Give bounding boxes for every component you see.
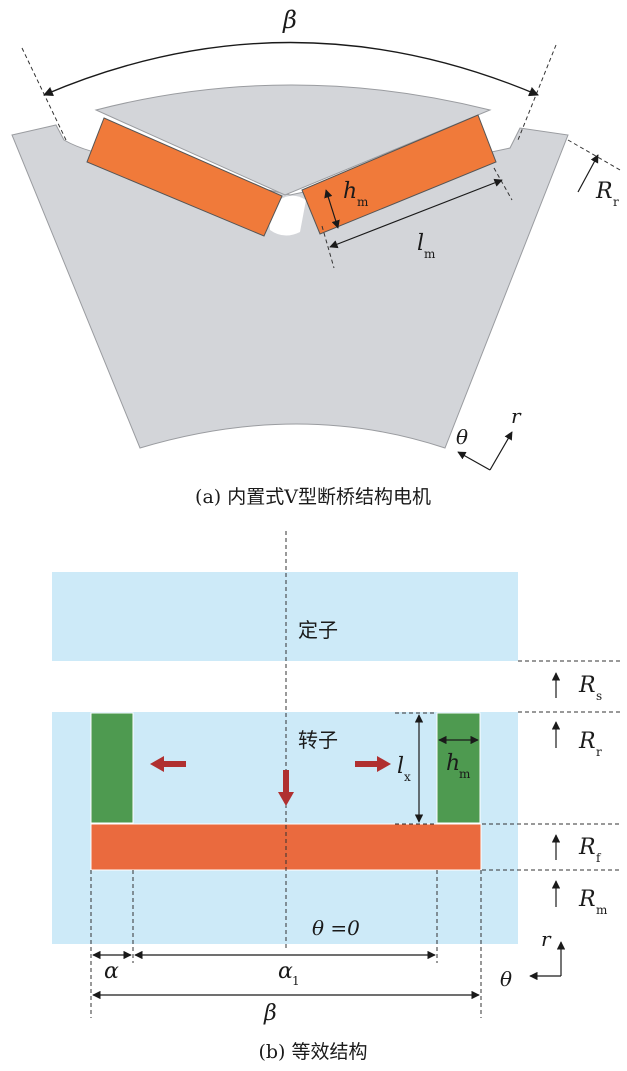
lm-label: l: [417, 231, 424, 256]
lm-extension: [493, 167, 513, 201]
rf-label: R: [578, 835, 596, 860]
green-magnet-right: [436, 712, 481, 824]
beta-label: β: [282, 6, 297, 34]
rr-arrow: [577, 154, 599, 193]
rm-label-sub: m: [596, 903, 608, 917]
alpha1-label: α: [278, 959, 293, 984]
coord-r-axis: [489, 431, 513, 471]
stator-region: [52, 572, 518, 661]
beta-arc: [43, 41, 539, 97]
lx-label-sub: x: [404, 770, 411, 784]
theta-zero-label: θ =0: [312, 916, 360, 940]
rs-label-sub: s: [596, 689, 602, 703]
rotor-cap: [94, 84, 492, 196]
rr-label-b: R: [578, 729, 596, 754]
hm-label: h: [343, 179, 357, 204]
rr-label: R: [595, 179, 613, 204]
hm-label-b: h: [446, 751, 460, 776]
lm-label-sub: m: [424, 247, 436, 261]
coord-r-label: r: [511, 404, 522, 428]
rf-label-sub: f: [596, 851, 602, 865]
beta-label-b: β: [263, 1001, 277, 1026]
figure-a: β h m l m R r θ r (a) 内置式V型断桥结构电机: [11, 6, 621, 508]
coord-b-theta-label: θ: [500, 967, 512, 991]
magnetization-arrow-down: [278, 770, 294, 806]
stator-label: 定子: [298, 618, 338, 642]
magnetization-arrow-right: [355, 756, 391, 772]
left-magnet: [86, 117, 283, 237]
green-magnet-left: [90, 712, 134, 824]
coord-theta-axis: [457, 451, 491, 471]
lm-dimension: [329, 178, 503, 249]
alpha-label: α: [104, 959, 119, 984]
coord-theta-label: θ: [456, 425, 468, 449]
rm-label: R: [578, 887, 596, 912]
hm-extension: [321, 225, 335, 269]
hm-label-sub: m: [357, 195, 369, 209]
rr-label-b-sub: r: [596, 745, 602, 759]
beta-boundary-right: [517, 44, 557, 141]
coord-b-r-label: r: [541, 927, 552, 951]
caption-b: (b) 等效结构: [258, 1041, 367, 1063]
beta-boundary-left: [21, 47, 67, 141]
lx-label: l: [397, 754, 404, 779]
hm-label-b-sub: m: [459, 767, 471, 781]
rotor-label: 转子: [298, 728, 338, 752]
magnetization-arrow-left: [150, 756, 186, 772]
figure-b: 定子 转子 θ =0 l x h m R s R r R f R m: [52, 531, 622, 1063]
alpha1-label-sub: 1: [292, 974, 300, 988]
rs-label: R: [578, 673, 596, 698]
rr-label-sub: r: [613, 195, 619, 209]
rr-dash: [567, 139, 621, 171]
caption-a: (a) 内置式V型断桥结构电机: [195, 486, 431, 508]
